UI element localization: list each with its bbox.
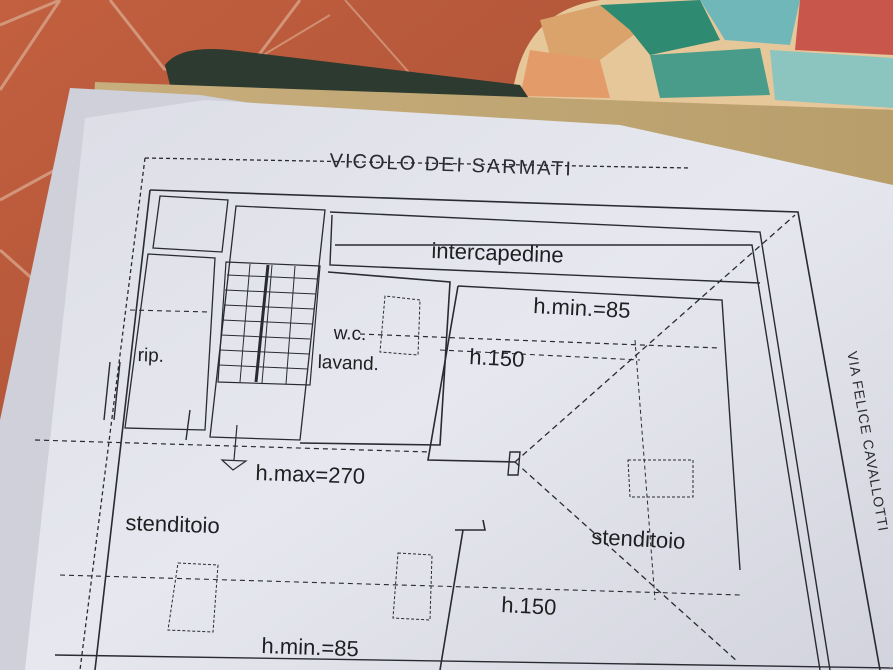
height-label-hmax: h.max=270 (255, 460, 366, 489)
room-label-wc: w.c. (333, 323, 367, 346)
height-label-hmin-bottom: h.min.=85 (261, 633, 360, 662)
room-label-lavand: lavand. (317, 352, 380, 376)
folder (165, 49, 530, 100)
height-label-h150-bottom: h.150 (500, 592, 557, 620)
height-label-hmin-top: h.min.=85 (532, 293, 632, 324)
fabric-cushion (510, 0, 893, 110)
room-label-rip: rip. (137, 345, 165, 367)
room-label-stenditoio-left: stenditoio (125, 510, 221, 539)
floor-plan-drawing (34, 157, 893, 670)
height-label-h150-top: h.150 (468, 344, 525, 372)
room-label-stenditoio-right: stenditoio (590, 524, 687, 554)
floor-plan-paper (25, 100, 893, 670)
room-label-intercapedine: intercapedine (431, 238, 565, 268)
